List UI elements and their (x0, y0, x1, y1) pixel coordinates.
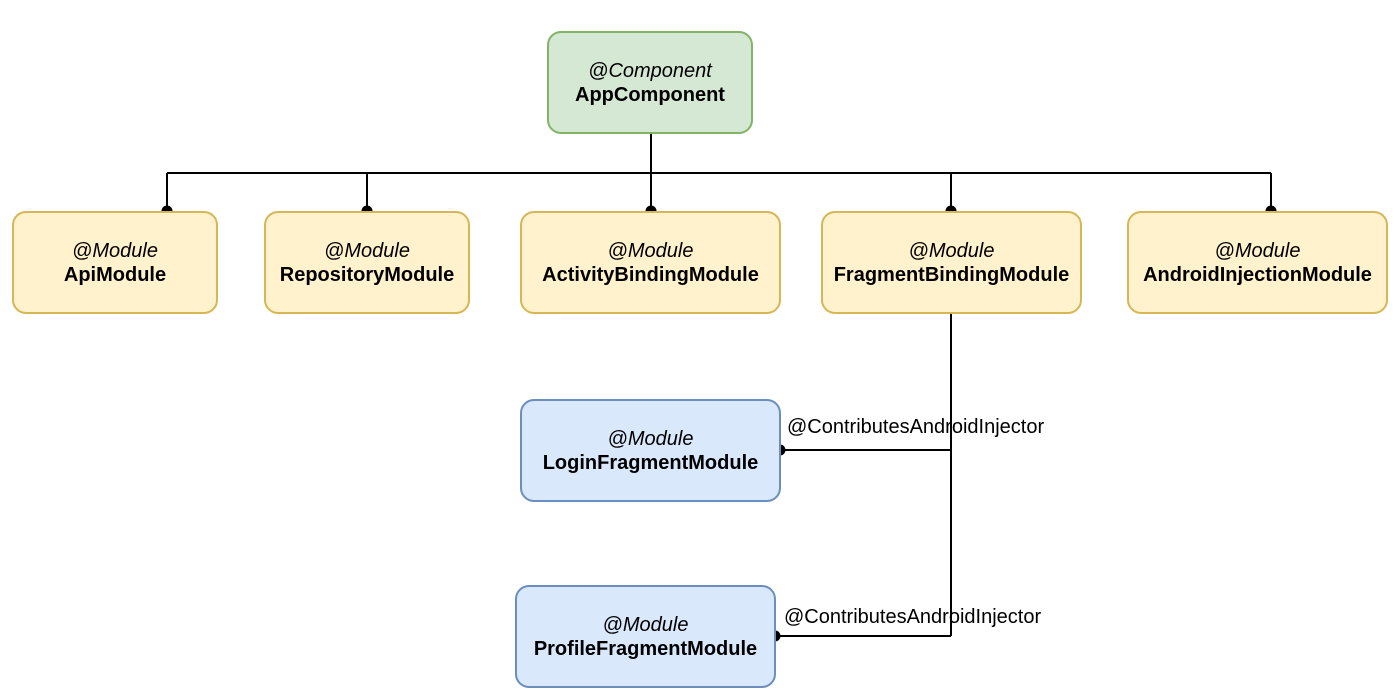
node-annotation: @Component (588, 59, 712, 82)
activity-binding-module-node: @Module ActivityBindingModule (520, 211, 781, 314)
node-annotation: @Module (1214, 239, 1301, 262)
node-annotation: @Module (72, 239, 158, 262)
node-name: ActivityBindingModule (542, 263, 759, 286)
node-annotation: @Module (607, 239, 694, 262)
node-name: AppComponent (575, 83, 725, 106)
edge-label-login: @ContributesAndroidInjector (787, 416, 1045, 438)
node-annotation: @Module (607, 427, 694, 450)
node-name: AndroidInjectionModule (1143, 263, 1372, 286)
node-name: ProfileFragmentModule (533, 637, 758, 660)
node-name: RepositoryModule (279, 263, 455, 286)
node-annotation: @Module (602, 613, 689, 636)
edge-label-profile: @ContributesAndroidInjector (784, 606, 1042, 628)
repository-module-node: @Module RepositoryModule (264, 211, 470, 314)
node-annotation: @Module (908, 239, 995, 262)
app-component-node: @Component AppComponent (547, 31, 753, 134)
android-injection-module-node: @Module AndroidInjectionModule (1127, 211, 1388, 314)
node-name: LoginFragmentModule (542, 451, 759, 474)
login-fragment-module-node: @Module LoginFragmentModule (520, 399, 781, 502)
profile-fragment-module-node: @Module ProfileFragmentModule (515, 585, 776, 688)
node-annotation: @Module (324, 239, 410, 262)
node-name: FragmentBindingModule (833, 263, 1070, 286)
api-module-node: @Module ApiModule (12, 211, 218, 314)
fragment-binding-module-node: @Module FragmentBindingModule (821, 211, 1082, 314)
node-name: ApiModule (63, 263, 167, 286)
